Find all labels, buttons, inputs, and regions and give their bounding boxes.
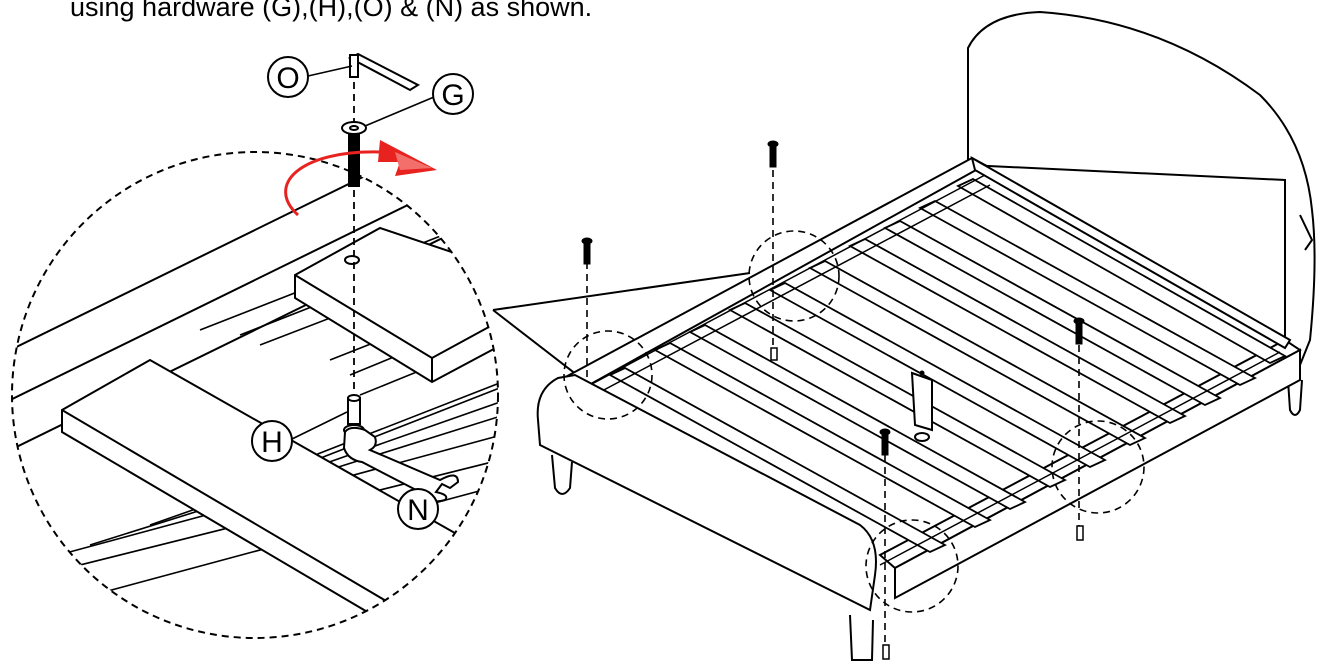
bolt-location-circles <box>563 230 1145 613</box>
detail-circle <box>11 151 499 639</box>
callout-label-H: H <box>261 426 283 459</box>
headboard <box>967 10 1316 368</box>
detail-leader-top <box>492 272 751 311</box>
slats <box>608 177 1287 554</box>
wrench-icon <box>342 426 460 503</box>
callout-label-N: N <box>407 494 429 527</box>
callout-label-G: G <box>441 79 464 112</box>
callout-label-O: O <box>276 62 299 95</box>
foot-leg-right <box>849 614 874 661</box>
barrel-nuts <box>770 347 1084 660</box>
head-leg-right <box>1287 379 1303 416</box>
footboard <box>536 373 877 612</box>
inner-rails <box>589 174 1281 566</box>
instruction-text: using hardware (G),(H),(O) & (N) as show… <box>70 0 593 22</box>
allen-key-icon <box>347 52 421 92</box>
callout-H: H <box>251 411 348 462</box>
rotation-arrow-icon <box>284 140 437 217</box>
hardware-stack <box>341 52 460 503</box>
bolts <box>581 140 1085 456</box>
bolt-icon <box>348 133 360 187</box>
lower-slat <box>61 358 498 638</box>
callout-G: G <box>364 73 474 127</box>
bed-overview <box>536 10 1316 661</box>
bolt-guides <box>586 170 1080 650</box>
foot-leg-left <box>551 454 573 495</box>
upper-slat <box>294 226 498 384</box>
callout-O: O <box>267 56 353 98</box>
callout-N: N <box>397 488 439 530</box>
washer-icon <box>341 121 367 135</box>
center-support <box>910 371 933 442</box>
